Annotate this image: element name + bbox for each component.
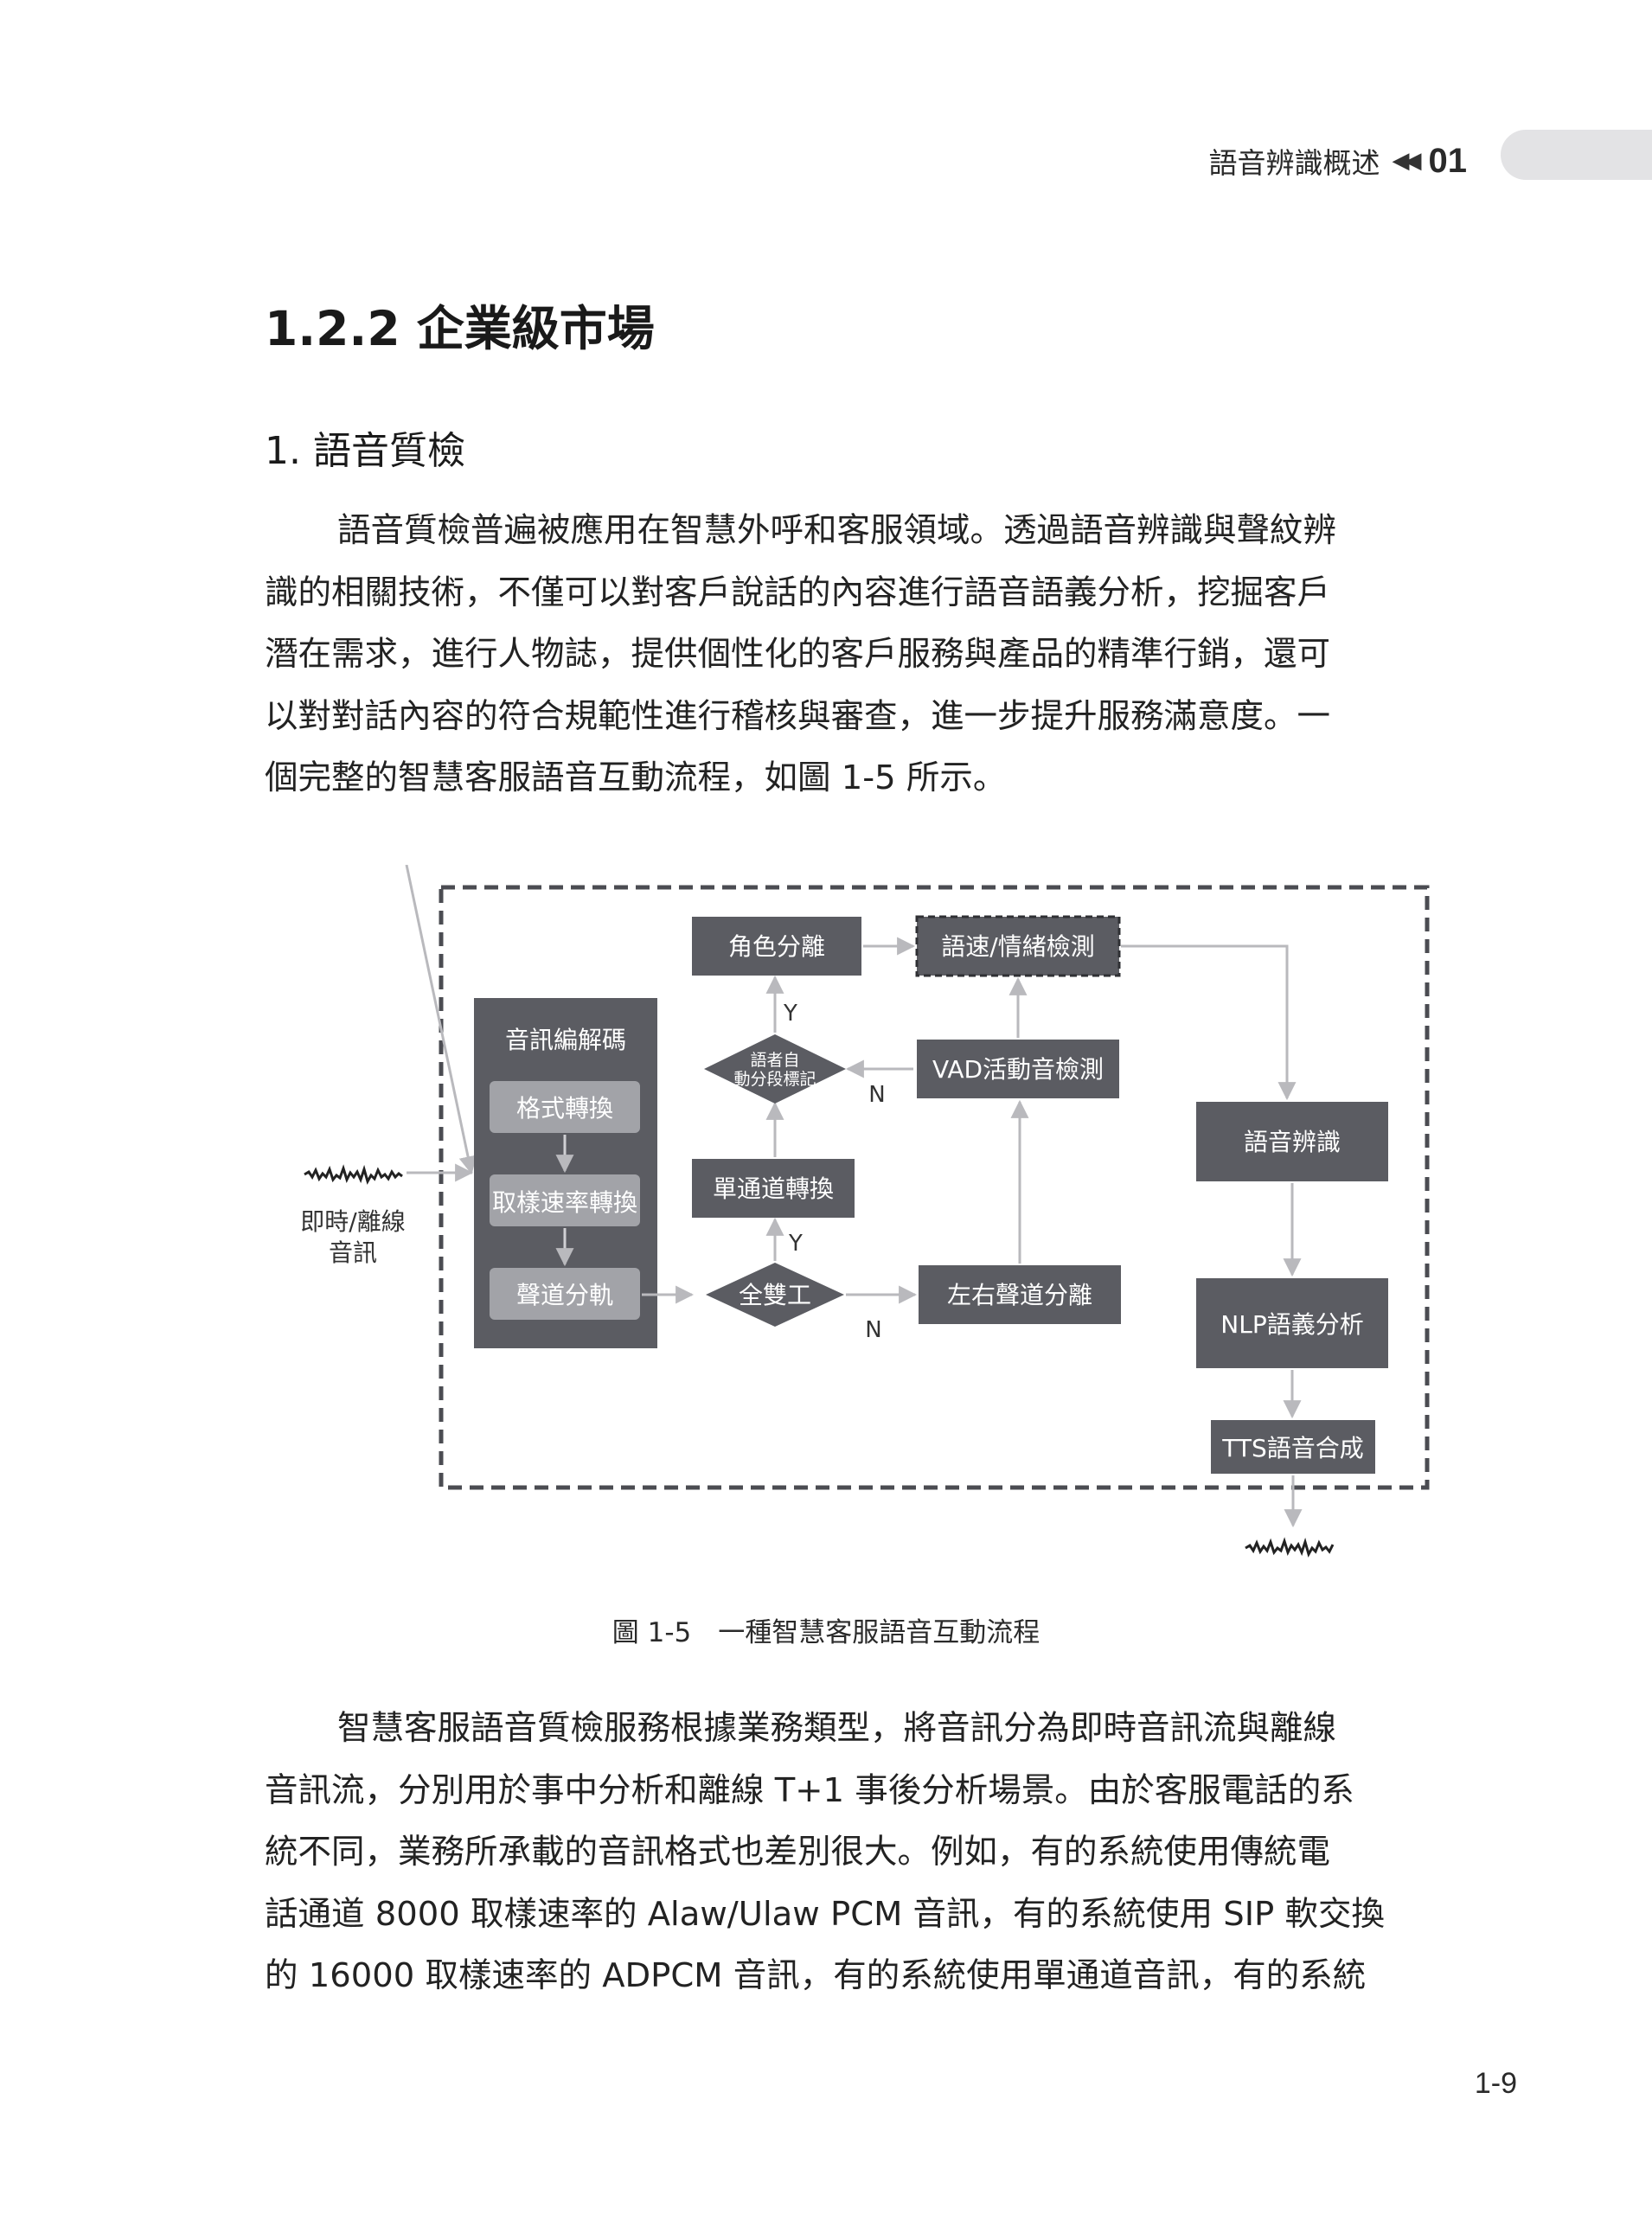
subsection-title: 1. 語音質檢 bbox=[265, 429, 465, 473]
paragraph-line: 以對對話內容的符合規範性進行稽核與審查，進一步提升服務滿意度。一 bbox=[265, 696, 1331, 736]
paragraph-line: 智慧客服語音質檢服務根據業務類型，將音訊分為即時音訊流與離線 bbox=[337, 1709, 1337, 1748]
speed-label: 語速/情緒檢測 bbox=[941, 932, 1094, 961]
duplex-yes-label: Y bbox=[788, 1231, 803, 1257]
input-label-line2: 音訊 bbox=[329, 1238, 377, 1267]
role-label: 角色分離 bbox=[728, 932, 825, 961]
input-label-line1: 即時/離線 bbox=[300, 1207, 405, 1236]
nlp-label: NLP語義分析 bbox=[1220, 1310, 1363, 1339]
paragraph-line: 潛在需求，進行人物誌，提供個性化的客戶服務與產品的精準行銷，還可 bbox=[265, 635, 1331, 674]
chapter-number: 01 bbox=[1428, 141, 1468, 180]
asr-box bbox=[1196, 1102, 1388, 1181]
mono-label: 單通道轉換 bbox=[713, 1174, 834, 1203]
codec-title: 音訊編解碼 bbox=[505, 1026, 626, 1054]
lr-split-label: 左右聲道分離 bbox=[947, 1281, 1092, 1309]
running-head: 語音辨識概述 ◀◀ 01 bbox=[1209, 140, 1468, 182]
paragraph-2: 智慧客服語音質檢服務根據業務類型，將音訊分為即時音訊流與離線 音訊流，分別用於事… bbox=[265, 1698, 1463, 2007]
vad-box bbox=[917, 1040, 1119, 1098]
arrow bbox=[1121, 944, 1297, 1101]
speaker-label-line2: 動分段標記 bbox=[733, 1070, 816, 1089]
paragraph-line: 統不同，業務所承載的音訊格式也差別很大。例如，有的系統使用傳統電 bbox=[265, 1833, 1331, 1872]
codec-step-resample-label: 取樣速率轉換 bbox=[492, 1188, 637, 1217]
figure-caption: 圖 1-5 一種智慧客服語音互動流程 bbox=[611, 1617, 1041, 1648]
paragraph-line: 音訊流，分別用於事中分析和離線 T+1 事後分析場景。由於客服電話的系 bbox=[265, 1770, 1354, 1810]
duplex-no-label: N bbox=[865, 1317, 881, 1343]
paragraph-line: 個完整的智慧客服語音互動流程，如圖 1-5 所示。 bbox=[265, 758, 1007, 797]
speaker-yes-label: Y bbox=[783, 1001, 797, 1027]
paragraph-1: 語音質檢普遍被應用在智慧外呼和客服領域。透過語音辨識與聲紋辨 識的相關技術，不僅… bbox=[265, 500, 1463, 809]
codec-step-format bbox=[490, 1081, 640, 1133]
rewind-icon: ◀◀ bbox=[1392, 148, 1422, 174]
speaker-label-line1: 語者自 bbox=[750, 1051, 799, 1070]
speaker-no-label: N bbox=[868, 1082, 885, 1108]
running-head-title: 語音辨識概述 bbox=[1208, 146, 1380, 180]
chapter-tab bbox=[1501, 130, 1652, 180]
paragraph-line: 的 16000 取樣速率的 ADPCM 音訊，有的系統使用單通道音訊，有的系統 bbox=[265, 1956, 1367, 1995]
codec-step-resample bbox=[490, 1174, 640, 1226]
codec-step-split bbox=[490, 1268, 640, 1320]
role-box bbox=[692, 917, 861, 976]
page-number: 1-9 bbox=[1474, 2067, 1517, 2100]
speaker-decision bbox=[704, 1034, 846, 1104]
tts-box bbox=[1211, 1420, 1375, 1474]
system-boundary bbox=[439, 885, 1430, 1490]
input-waveform-icon bbox=[304, 1164, 403, 1185]
nlp-box bbox=[1196, 1278, 1388, 1368]
lr-split-box bbox=[919, 1265, 1121, 1324]
speed-box bbox=[915, 915, 1121, 977]
mono-box bbox=[692, 1159, 855, 1218]
paragraph-line: 語音質檢普遍被應用在智慧外呼和客服領域。透過語音辨識與聲紋辨 bbox=[337, 511, 1337, 550]
duplex-decision bbox=[706, 1263, 844, 1327]
codec-step-split-label: 聲道分軌 bbox=[516, 1281, 613, 1309]
paragraph-line: 識的相關技術，不僅可以對客戶說話的內容進行語音語義分析，挖掘客戶 bbox=[265, 573, 1331, 612]
tts-label: TTS語音合成 bbox=[1221, 1434, 1364, 1462]
duplex-label: 全雙工 bbox=[739, 1281, 811, 1309]
paragraph-line: 話通道 8000 取樣速率的 Alaw/Ulaw PCM 音訊，有的系統使用 S… bbox=[265, 1894, 1386, 1934]
output-waveform-icon bbox=[1245, 1537, 1335, 1558]
vad-label: VAD活動音檢測 bbox=[932, 1055, 1104, 1084]
codec-step-format-label: 格式轉換 bbox=[516, 1094, 613, 1123]
asr-label: 語音辨識 bbox=[1244, 1128, 1341, 1156]
section-title: 1.2.2 企業級市場 bbox=[265, 301, 655, 356]
flow-diagram: 即時/離線 音訊 音訊編解碼 格式轉換 取樣速率轉換 聲道分軌 全雙工 N Y … bbox=[300, 865, 1430, 1558]
